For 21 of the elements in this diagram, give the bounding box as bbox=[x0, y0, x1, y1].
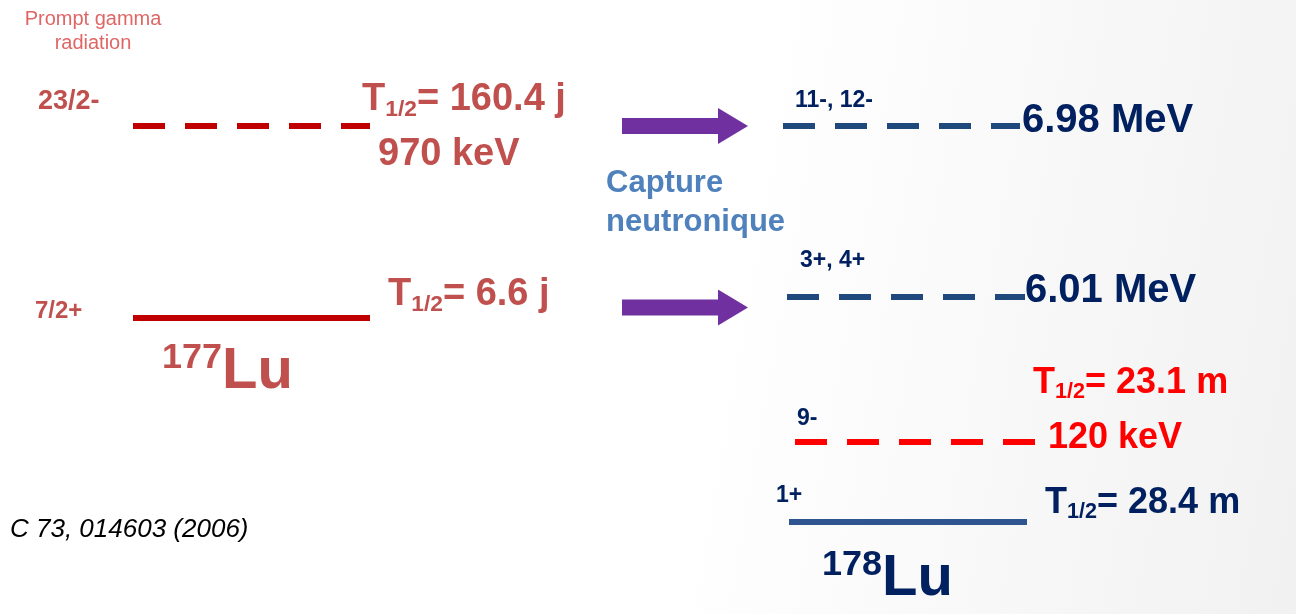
level-annotation: 6.98 MeV bbox=[1022, 98, 1194, 138]
level-annotation: T$_{1/2}$= 28.4 m bbox=[1045, 483, 1241, 522]
text-label: $^{178}$Lu bbox=[822, 545, 953, 604]
text-label: $^{177}$Lu bbox=[162, 338, 293, 397]
spin-parity-label: 1+ bbox=[776, 483, 803, 506]
arrow bbox=[622, 108, 748, 144]
spin-parity-label: 11-, 12- bbox=[795, 88, 873, 111]
level-annotation: 120 keV bbox=[1048, 418, 1183, 454]
level-annotation: 6.01 MeV bbox=[1025, 268, 1197, 308]
spin-parity-label: 3+, 4+ bbox=[800, 248, 866, 271]
level-annotation: T$_{1/2}$= 23.1 m bbox=[1033, 363, 1229, 402]
arrow bbox=[622, 289, 748, 326]
reference-note: C 73, 014603 (2006) bbox=[10, 515, 249, 541]
level-annotation: T$_{1/2}$= 6.6 j bbox=[388, 273, 550, 315]
text-label: Capture neutronique bbox=[606, 163, 787, 240]
spin-parity-label: 9- bbox=[797, 406, 818, 429]
spin-parity-label: 23/2- bbox=[38, 87, 100, 114]
spin-parity-label: 7/2+ bbox=[35, 298, 83, 322]
level-annotation: T$_{1/2}$= 160.4 j bbox=[362, 78, 566, 120]
text-label: Prompt gamma radiation bbox=[23, 6, 163, 54]
level-annotation: 970 keV bbox=[378, 133, 520, 171]
